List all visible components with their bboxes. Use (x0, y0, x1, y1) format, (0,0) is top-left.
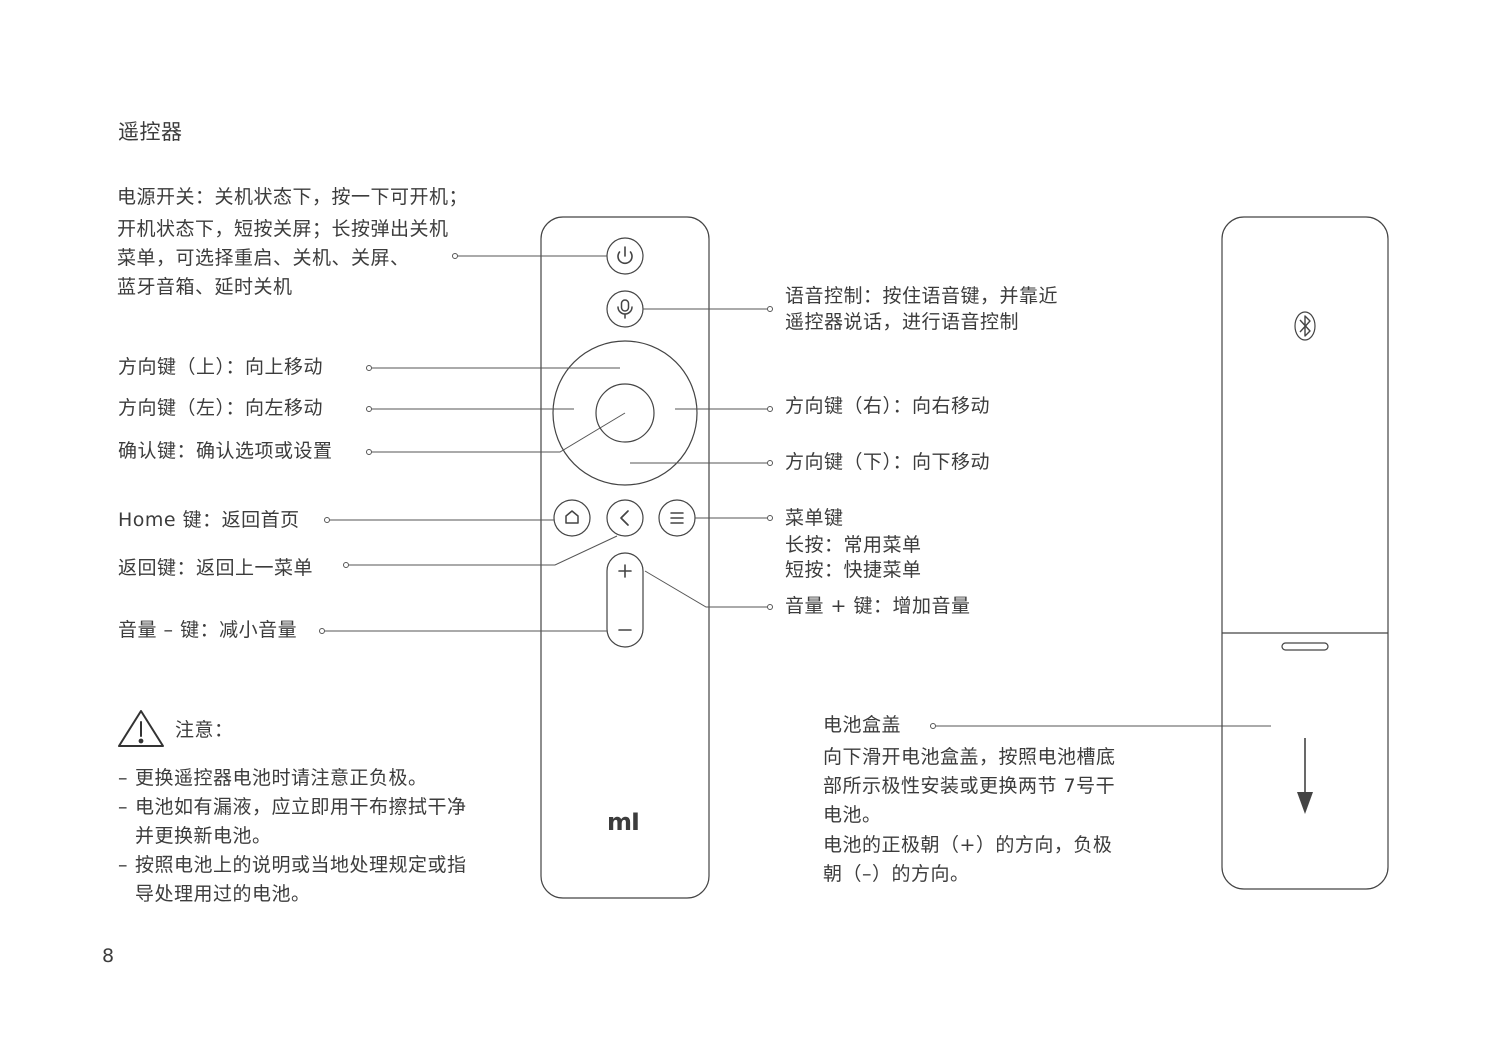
warning-icon (118, 710, 164, 747)
menu-desc-line-1: 菜单键 (785, 507, 844, 529)
back-button (606, 499, 644, 537)
menu-desc-line-2: 长按：常用菜单 (785, 534, 922, 556)
bluetooth-badge (1294, 311, 1316, 341)
voice-desc-line-2: 遥控器说话，进行语音控制 (785, 311, 1020, 333)
confirm-key-label: 确认键：确认选项或设置 (118, 440, 333, 462)
notice-item-2: 电池如有漏液，应立即用干布擦拭干净 (118, 793, 467, 822)
notice-list: 更换遥控器电池时请注意正负极。 电池如有漏液，应立即用干布擦拭干净 并更换新电池… (118, 764, 467, 909)
microphone-icon (617, 299, 633, 319)
remote-front-outline (540, 216, 710, 899)
notice-item-2-cont: 并更换新电池。 (135, 825, 272, 847)
notice-item-1: 更换遥控器电池时请注意正负极。 (118, 764, 467, 793)
battery-desc-line-3: 电池。 (823, 804, 882, 826)
arrow-down-icon (1297, 738, 1313, 814)
ok-button (595, 383, 655, 443)
section-title: 遥控器 (118, 120, 183, 144)
menu-desc-line-3: 短按：快捷菜单 (785, 559, 922, 581)
vol-up-label: 音量 + 键：增加音量 (785, 595, 971, 617)
notice-item-3: 按照电池上的说明或当地处理规定或指 (118, 851, 467, 880)
page-number: 8 (102, 945, 115, 967)
dpad-right-label: 方向键（右）：向右移动 (785, 395, 991, 417)
battery-desc-line-2: 部所示极性安装或更换两节 7号干 (823, 775, 1116, 797)
battery-desc-line-4: 电池的正极朝（+）的方向，负极 (823, 834, 1113, 856)
battery-desc-line-1: 向下滑开电池盒盖，按照电池槽底 (823, 746, 1116, 768)
power-icon (617, 246, 633, 265)
voice-desc-line-1: 语音控制：按住语音键，并靠近 (785, 285, 1059, 307)
bluetooth-icon (1299, 315, 1311, 337)
remote-back-outline (1221, 216, 1389, 890)
dpad-down-label: 方向键（下）：向下移动 (785, 451, 991, 473)
dpad-ring (552, 340, 698, 486)
vol-down-label: 音量 – 键：减小音量 (118, 619, 298, 641)
power-desc-line-2: 开机状态下，短按关屏；长按弹出关机 (117, 218, 449, 240)
power-desc-line-4: 蓝牙音箱、延时关机 (117, 276, 293, 298)
home-button (553, 499, 591, 537)
menu-icon (670, 512, 684, 524)
dpad-left-label: 方向键（左）：向左移动 (118, 397, 324, 419)
plus-icon (618, 564, 632, 578)
home-key-label: Home 键：返回首页 (118, 509, 300, 531)
leader-back (349, 535, 618, 566)
battery-desc-line-5: 朝（–）的方向。 (823, 863, 970, 885)
notice-item-3-cont: 导处理用过的电池。 (135, 883, 311, 905)
notice-title: 注意： (175, 719, 234, 741)
home-icon (565, 510, 579, 524)
volume-rocker (606, 552, 644, 648)
power-desc-line-1: 电源开关：关机状态下，按一下可开机； (117, 186, 469, 208)
power-desc-line-3: 菜单，可选择重启、关机、关屏、 (117, 247, 410, 269)
voice-button (606, 290, 644, 328)
battery-title: 电池盒盖 (823, 714, 902, 736)
dpad-up-label: 方向键（上）：向上移动 (118, 356, 324, 378)
chevron-left-icon (620, 510, 629, 526)
back-key-label: 返回键：返回上一菜单 (118, 557, 314, 579)
leader-ok (372, 412, 626, 453)
battery-cover-slot (1281, 642, 1329, 651)
leader-vol-up (644, 570, 767, 608)
mi-logo: mI (607, 808, 640, 836)
